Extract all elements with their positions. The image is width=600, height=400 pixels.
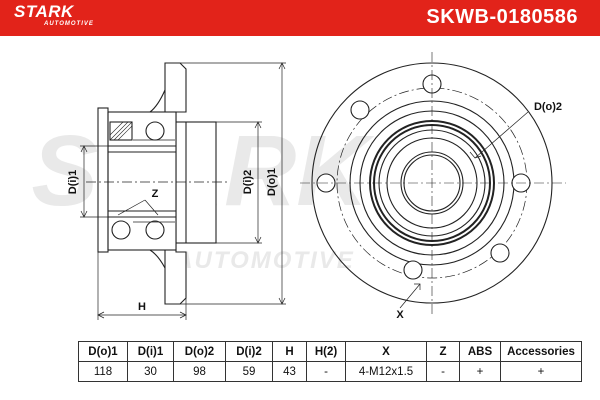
label-d-i1: D(i)1 xyxy=(67,170,79,194)
specs-value-cell: 118 xyxy=(78,361,128,382)
label-d-o2: D(o)2 xyxy=(534,101,562,113)
brand-logo: STARK AUTOMOTIVE xyxy=(14,3,94,28)
specs-value-cell: + xyxy=(500,361,582,382)
brand-name: STARK xyxy=(14,2,74,21)
abs-ring xyxy=(109,121,133,141)
bolt-hole-upper-left xyxy=(350,100,370,120)
cross-section-view xyxy=(86,62,228,305)
specs-value-cell: 4-M12x1.5 xyxy=(345,361,427,382)
label-z: Z xyxy=(152,188,159,200)
specs-value-cell: 30 xyxy=(127,361,174,382)
specs-value-cell: 43 xyxy=(272,361,307,382)
bearing-ball-bottom-right xyxy=(145,220,165,240)
specs-header-cell: H(2) xyxy=(306,341,346,362)
specs-header-row: D(o)1 D(i)1 D(o)2 D(i)2 H H(2) X Z ABS A… xyxy=(78,341,582,362)
flange-bottom xyxy=(164,242,187,305)
specs-header-cell: D(o)1 xyxy=(78,341,128,362)
part-number: SKWB-0180586 xyxy=(426,6,578,28)
technical-drawing: STARK AUTOMOTIVE xyxy=(31,52,566,321)
front-view xyxy=(300,52,566,314)
specs-header-cell: Accessories xyxy=(500,341,582,362)
dimension-lines-right xyxy=(399,111,529,309)
label-h: H xyxy=(138,301,146,313)
specs-header-cell: D(o)2 xyxy=(173,341,226,362)
hub-body xyxy=(175,121,217,244)
specs-header-cell: Z xyxy=(426,341,460,362)
specs-value-cell: - xyxy=(426,361,460,382)
header-bar: STARK AUTOMOTIVE SKWB-0180586 xyxy=(0,0,600,36)
bearing-ball-top-right xyxy=(145,121,165,141)
specs-header-cell: D(i)1 xyxy=(127,341,174,362)
specs-header-cell: D(i)2 xyxy=(225,341,273,362)
specs-value-cell: - xyxy=(306,361,346,382)
specs-header-cell: ABS xyxy=(459,341,501,362)
bolt-hole-bottom xyxy=(490,243,510,263)
specs-value-row: 118 30 98 59 43 - 4-M12x1.5 - + + xyxy=(78,361,582,382)
dimension-lines-left xyxy=(80,62,286,320)
watermark-subtitle: AUTOMOTIVE xyxy=(174,247,355,274)
label-x: X xyxy=(396,309,404,321)
specs-header-cell: H xyxy=(272,341,307,362)
specs-value-cell: 59 xyxy=(225,361,273,382)
bearing-ball-bottom-left xyxy=(111,220,131,240)
brand-subtitle: AUTOMOTIVE xyxy=(44,21,94,27)
bolt-hole-lower-left xyxy=(403,260,423,280)
specs-table: D(o)1 D(i)1 D(o)2 D(i)2 H H(2) X Z ABS A… xyxy=(78,341,582,382)
specs-value-cell: 98 xyxy=(173,361,226,382)
label-d-o1: D(o)1 xyxy=(266,168,278,196)
specs-header-cell: X xyxy=(345,341,427,362)
specs-value-cell: + xyxy=(459,361,501,382)
label-d-i2: D(i)2 xyxy=(242,170,254,194)
